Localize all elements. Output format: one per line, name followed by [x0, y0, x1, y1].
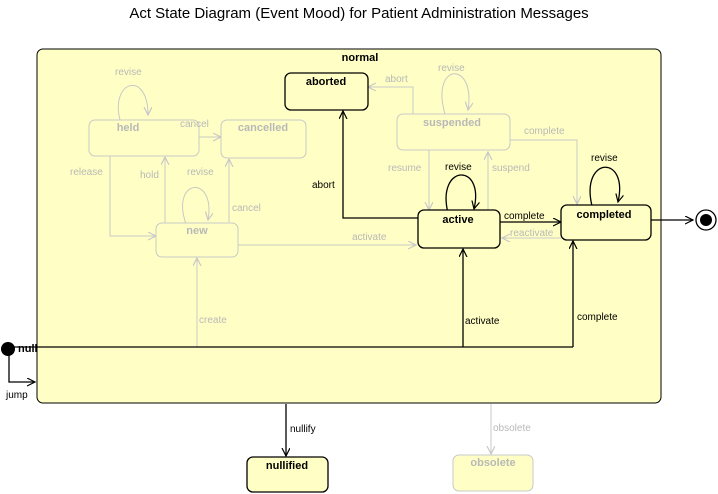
label-jump: jump: [5, 390, 28, 401]
label-reactivate: reactivate: [510, 228, 554, 239]
label-nullify: nullify: [290, 424, 316, 435]
state-held-label: held: [117, 122, 140, 134]
transition-abort-suspended[interactable]: [368, 87, 414, 114]
state-nullified[interactable]: [246, 456, 329, 493]
label-revise-new: revise: [187, 167, 214, 178]
state-held[interactable]: [88, 119, 200, 157]
label-activate-new: activate: [352, 232, 387, 243]
label-revise-completed: revise: [591, 153, 618, 164]
transition-revise-suspended[interactable]: [441, 73, 469, 115]
state-cancelled-label: cancelled: [238, 122, 288, 134]
state-completed[interactable]: [560, 204, 652, 241]
label-obsolete: obsolete: [493, 423, 531, 434]
transition-abort-active[interactable]: [343, 111, 418, 219]
label-abort-active: abort: [312, 180, 335, 191]
state-nullified-label: nullified: [266, 460, 308, 472]
transition-release[interactable]: [109, 155, 156, 236]
label-complete-null: complete: [577, 312, 618, 323]
initial-state-null[interactable]: [1, 342, 15, 356]
label-create: create: [199, 315, 227, 326]
label-resume: resume: [388, 163, 422, 174]
label-complete-active: complete: [504, 211, 545, 222]
label-revise-active: revise: [445, 162, 472, 173]
label-suspend: suspend: [492, 163, 530, 174]
state-completed-label: completed: [576, 209, 631, 221]
label-cancel-new: cancel: [232, 203, 261, 214]
state-obsolete[interactable]: [452, 454, 534, 492]
state-suspended[interactable]: [396, 113, 511, 151]
state-active[interactable]: [417, 209, 501, 249]
transition-revise-active[interactable]: [445, 174, 476, 214]
transition-revise-completed[interactable]: [589, 166, 620, 207]
state-normal-label: normal: [342, 52, 379, 64]
transition-complete-suspended[interactable]: [510, 139, 577, 204]
state-cancelled[interactable]: [220, 119, 307, 159]
label-release: release: [70, 167, 103, 178]
label-revise-suspended: revise: [438, 63, 465, 74]
state-aborted[interactable]: [284, 72, 369, 111]
state-obsolete-label: obsolete: [470, 457, 515, 469]
state-active-label: active: [442, 214, 473, 226]
final-state-dot: [700, 214, 712, 226]
transition-revise-new[interactable]: [182, 187, 209, 225]
label-complete-suspended: complete: [524, 126, 565, 137]
diagram-title: Act State Diagram (Event Mood) for Patie…: [129, 5, 588, 22]
label-revise-held: revise: [115, 67, 142, 78]
state-new[interactable]: [155, 222, 239, 258]
label-abort-suspended: abort: [385, 74, 408, 85]
state-aborted-label: aborted: [306, 76, 346, 88]
label-hold: hold: [140, 170, 159, 181]
transition-revise-held[interactable]: [117, 85, 148, 121]
label-cancel-held: cancel: [180, 119, 209, 130]
transition-jump[interactable]: [8, 354, 35, 382]
label-activate-null: activate: [465, 316, 500, 327]
state-null-label: null: [18, 343, 38, 355]
state-new-label: new: [186, 225, 208, 237]
state-suspended-label: suspended: [423, 117, 481, 129]
